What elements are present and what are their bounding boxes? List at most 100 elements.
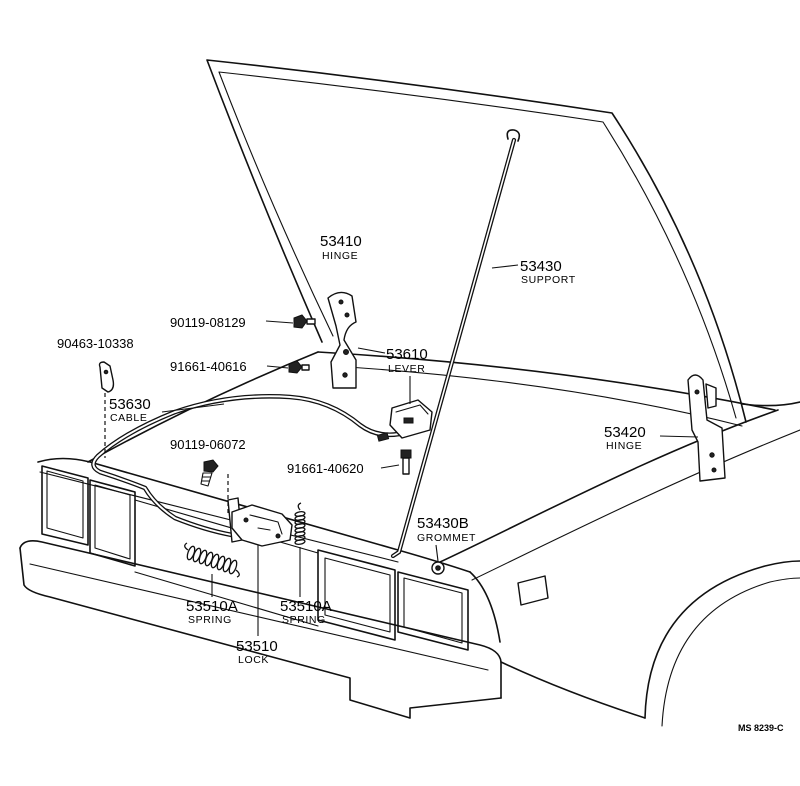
bolt-40620-shank — [402, 457, 410, 475]
left-hinge-hole-1 — [338, 299, 344, 305]
clip-hole — [103, 369, 109, 375]
support-rod-core — [392, 139, 515, 557]
bolt-91661-40620 — [400, 449, 412, 475]
right-spring-hook-start — [297, 502, 302, 511]
leader-53420 — [659, 435, 699, 438]
front-panel-lower-edge — [39, 471, 399, 563]
bolt-08129-head — [293, 314, 308, 329]
right-hinge-hole-2 — [709, 452, 715, 458]
right-hinge — [687, 374, 726, 482]
left-spring — [184, 542, 240, 578]
right-fender-shoulder-line — [471, 429, 800, 581]
leader-lines — [104, 264, 699, 636]
left-outer-headlight-lens — [46, 470, 84, 539]
release-cable — [91, 394, 411, 538]
front-bumper — [19, 540, 502, 719]
left-hinge-hole-2 — [344, 312, 350, 318]
label-53430b-name: GROMMET — [417, 532, 476, 544]
right-fender-lower-edge — [500, 661, 646, 719]
left-hinge-hole-3 — [342, 372, 348, 378]
left-hinge — [327, 291, 357, 389]
left-inner-headlight-lens — [94, 484, 131, 560]
label-53430-name: SUPPORT — [521, 274, 576, 286]
bolt-90119-08129 — [293, 314, 316, 329]
bumper-crease-line — [29, 563, 489, 671]
cable-core — [92, 395, 409, 536]
left-outer-headlight — [41, 465, 89, 546]
bumper-bottom-edge — [19, 547, 502, 719]
grommet-center — [435, 565, 441, 571]
left-spring-coil — [228, 559, 238, 575]
label-53430b-number: 53430B — [417, 515, 469, 532]
bolt-06072-threads — [200, 472, 213, 487]
bolt-91661-40616 — [288, 360, 310, 374]
label-53510a-right-name: SPRING — [282, 614, 326, 626]
label-53510a-left-number: 53510A — [186, 598, 238, 615]
bolt-06072-head — [203, 459, 219, 473]
diagram-code: MS 8239-C — [738, 723, 784, 733]
right-outer-headlight — [397, 571, 469, 651]
lock-bolt-hole-2 — [275, 533, 281, 539]
label-53610-name: LEVER — [388, 363, 425, 375]
label-53510-number: 53510 — [236, 638, 278, 655]
label-53610-number: 53610 — [386, 346, 428, 363]
label-90463-10338: 90463-10338 — [57, 336, 134, 351]
hood-panel — [206, 59, 747, 423]
hood-support-rod — [390, 129, 521, 559]
cable-end-fitting — [376, 432, 390, 442]
right-hinge-bracket — [687, 374, 726, 482]
hood-lock — [227, 497, 293, 547]
label-90119-06072: 90119-06072 — [170, 437, 246, 452]
label-53510a-left-name: SPRING — [188, 614, 232, 626]
label-53420-name: HINGE — [606, 440, 642, 452]
label-53410-name: HINGE — [322, 250, 358, 262]
left-hinge-bracket — [327, 291, 357, 389]
leader-53430 — [491, 264, 519, 269]
clip-90463-10338 — [98, 361, 115, 393]
bolt-08129-shank — [306, 318, 316, 325]
label-53410-number: 53410 — [320, 233, 362, 250]
left-inner-headlight — [89, 479, 136, 567]
right-hinge-arm — [705, 383, 717, 409]
lock-body — [231, 504, 293, 547]
leader-91661-40616 — [266, 365, 289, 369]
bolt-40616-head — [288, 360, 303, 374]
lock-latch-detail — [249, 514, 283, 535]
bolt-90119-06072 — [200, 459, 219, 487]
lock-bolt-hole-1 — [243, 517, 249, 523]
hood-outer-edge — [206, 59, 747, 423]
front-lamps-grille — [41, 465, 469, 651]
label-53510a-right-number: 53510A — [280, 598, 332, 615]
leader-53630 — [161, 403, 225, 413]
part-labels: 53410 HINGE 90119-08129 90463-10338 9166… — [57, 233, 784, 733]
hood-inner-edge — [218, 71, 737, 419]
bolt-40616-shank — [301, 364, 310, 371]
bumper-top-edge — [19, 540, 502, 699]
wheel-arch-outer — [644, 560, 800, 719]
grommet-53430b — [431, 561, 445, 575]
release-lever-detail — [395, 404, 429, 415]
label-91661-40620: 91661-40620 — [287, 461, 364, 476]
right-inner-headlight — [317, 549, 396, 641]
label-91661-40616: 91661-40616 — [170, 359, 247, 374]
right-outer-headlight-lens — [403, 577, 463, 644]
label-53630-number: 53630 — [109, 396, 151, 413]
label-53430-number: 53430 — [520, 258, 562, 275]
leader-53430b — [435, 544, 439, 562]
wheel-arch-inner — [661, 577, 800, 727]
right-hinge-hole-3 — [711, 467, 717, 473]
left-hinge-pivot — [343, 349, 349, 355]
label-90119-08129: 90119-08129 — [170, 315, 246, 330]
right-hinge-hole-1 — [694, 389, 700, 395]
label-53630-name: CABLE — [110, 412, 147, 424]
clip-body — [98, 361, 115, 393]
right-inner-headlight-lens — [324, 557, 391, 633]
right-fender-front-corner — [469, 571, 501, 643]
label-53510-name: LOCK — [238, 654, 269, 666]
right-spring — [294, 502, 306, 545]
support-rod-hook — [506, 129, 521, 142]
release-lever-tab — [403, 417, 414, 424]
bolt-40620-head — [400, 449, 412, 459]
right-fender-top-edge — [439, 409, 779, 563]
